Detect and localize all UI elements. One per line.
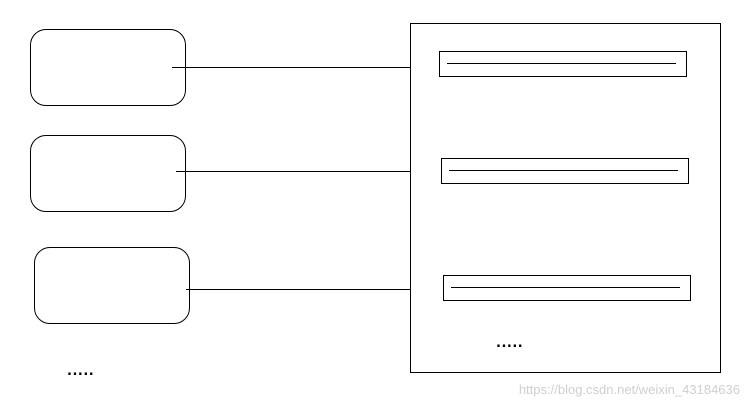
- slot-divider-line: [449, 170, 678, 171]
- connector-line-1: [172, 67, 417, 68]
- panel-slot-3: [443, 275, 691, 301]
- panel-slot-1: [439, 51, 687, 77]
- panel-slot-2: [441, 158, 689, 184]
- slot-divider-line: [447, 63, 676, 64]
- connector-line-3: [186, 289, 422, 290]
- right-panel: [410, 23, 721, 373]
- left-ellipsis: .....: [67, 364, 95, 379]
- panel-ellipsis: .....: [496, 336, 524, 351]
- connector-line-2: [176, 171, 420, 172]
- watermark-text: https://blog.csdn.net/weixin_43184636: [518, 382, 740, 397]
- left-box-2: [30, 135, 186, 212]
- left-box-3: [34, 247, 190, 324]
- left-box-1: [30, 29, 186, 106]
- slot-divider-line: [451, 287, 680, 288]
